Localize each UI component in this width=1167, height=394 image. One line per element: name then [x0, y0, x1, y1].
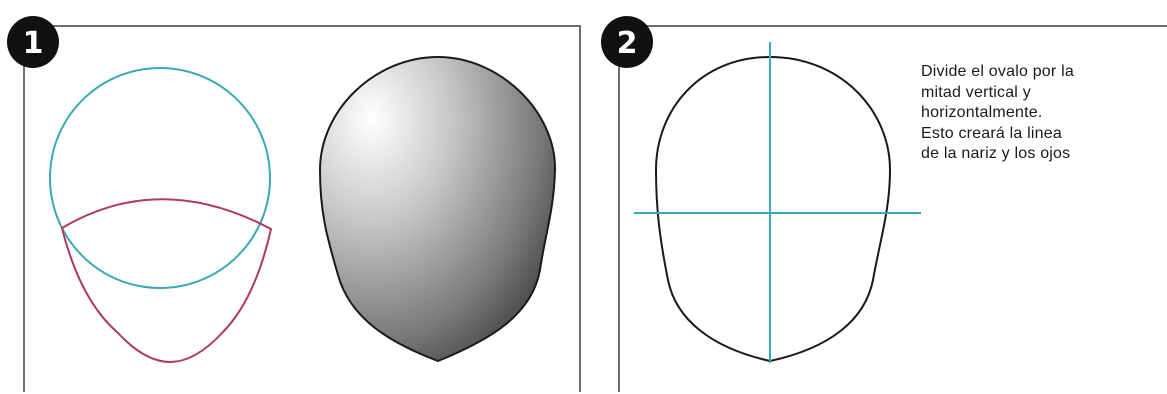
instruction-line: de la nariz y los ojos [921, 144, 1151, 165]
step-2-number: 2 [617, 26, 638, 61]
shaded-head-shape [320, 57, 555, 361]
instruction-line: Esto creará la linea [921, 124, 1151, 145]
instruction-text: Divide el ovalo por la mitad vertical y … [921, 62, 1151, 165]
jaw-curve [62, 199, 271, 362]
head-oval-outline [656, 57, 890, 361]
guide-circle [50, 68, 270, 288]
step-1-number: 1 [23, 26, 44, 61]
instruction-line: Divide el ovalo por la [921, 62, 1151, 83]
instruction-line: mitad vertical y [921, 83, 1151, 104]
panel-1: 1 [7, 16, 580, 392]
instruction-line: horizontalmente. [921, 103, 1151, 124]
